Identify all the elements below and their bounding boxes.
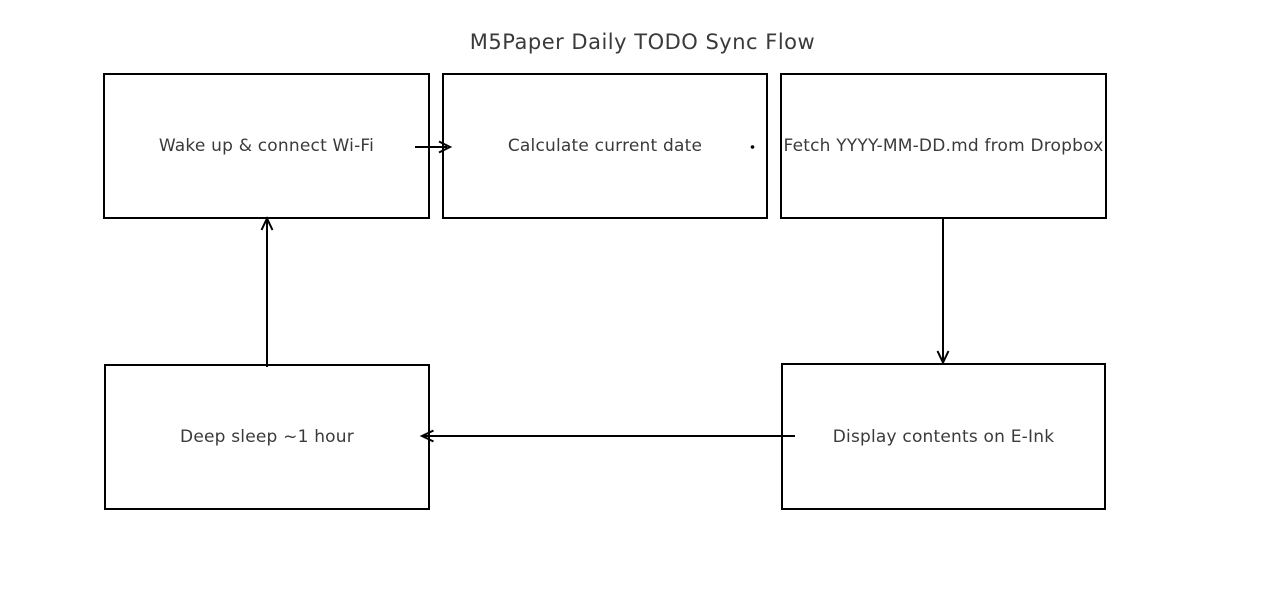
node-deep-sleep: Deep sleep ~1 hour bbox=[104, 364, 430, 510]
node-calculate-date: Calculate current date bbox=[442, 73, 768, 219]
arrow-display-to-sleep-icon bbox=[419, 429, 795, 443]
node-wake-up-label: Wake up & connect Wi-Fi bbox=[158, 136, 375, 156]
diagram-title: M5Paper Daily TODO Sync Flow bbox=[469, 30, 816, 54]
node-wake-up: Wake up & connect Wi-Fi bbox=[103, 73, 430, 219]
node-fetch-dropbox-label: Fetch YYYY-MM-DD.md from Dropbox bbox=[783, 136, 1104, 156]
node-fetch-dropbox: Fetch YYYY-MM-DD.md from Dropbox bbox=[780, 73, 1107, 219]
node-deep-sleep-label: Deep sleep ~1 hour bbox=[180, 427, 354, 447]
arrow-fetch-to-display-icon bbox=[936, 219, 950, 365]
node-display-eink-label: Display contents on E-Ink bbox=[832, 426, 1055, 447]
node-display-eink: Display contents on E-Ink bbox=[781, 363, 1106, 510]
arrow-sleep-to-wake-icon bbox=[260, 216, 274, 367]
node-calculate-date-label: Calculate current date bbox=[507, 136, 703, 156]
